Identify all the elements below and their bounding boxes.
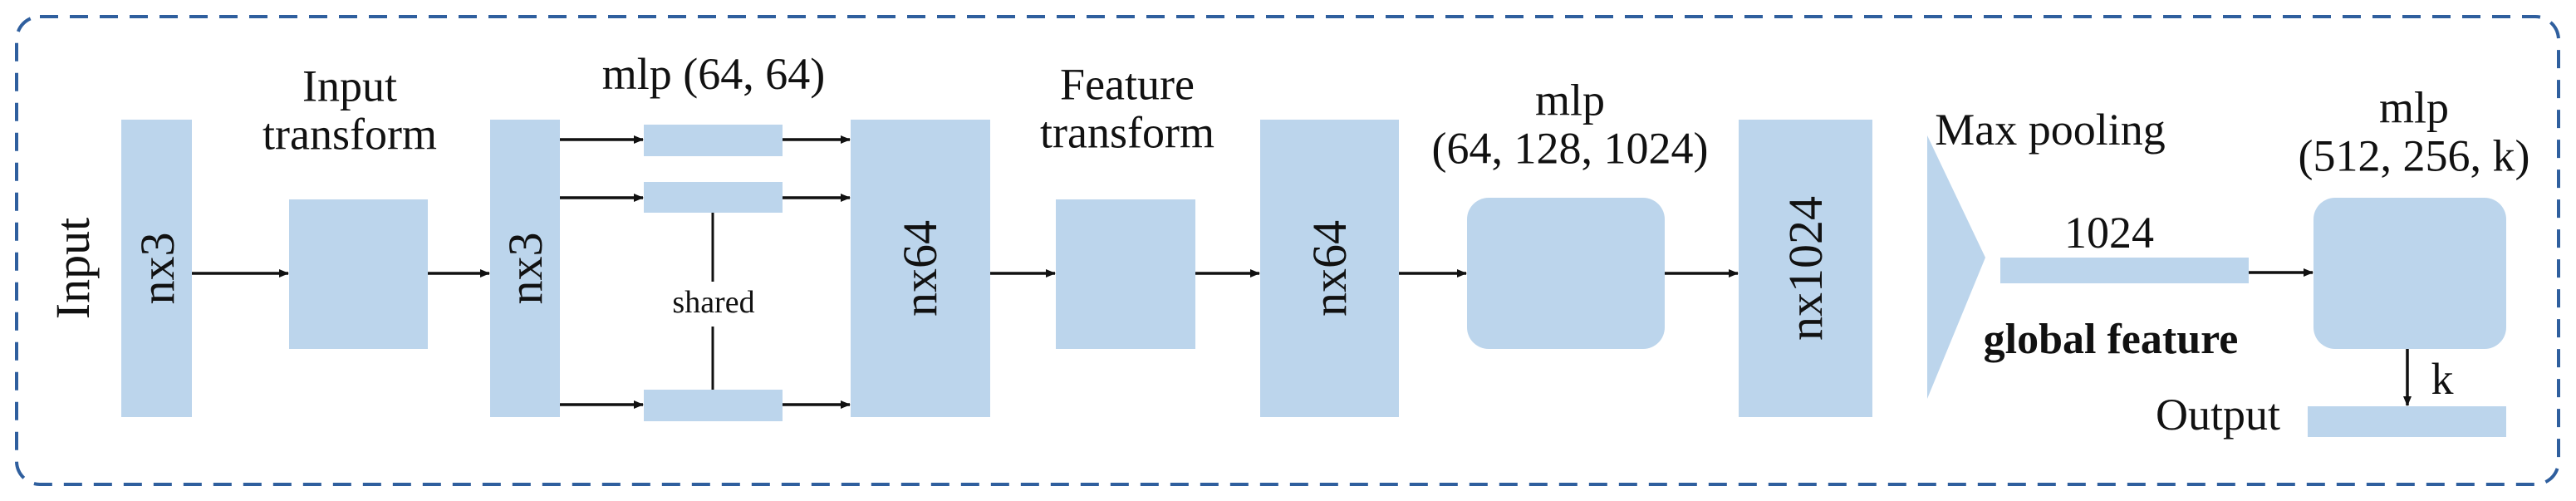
- k-label: k: [2431, 354, 2454, 404]
- input-transform-line-2: transform: [263, 110, 437, 160]
- input-label: Input: [46, 217, 100, 320]
- mlp-shared-bar-1: [644, 125, 783, 156]
- output-label: Output: [2155, 390, 2281, 440]
- transformed-features-block: [1260, 120, 1399, 417]
- input-transform-label: Input transform: [263, 61, 437, 160]
- mlp-64-128-1024-line-2: (64, 128, 1024): [1431, 124, 1709, 174]
- point-features-label: nx64: [893, 220, 947, 317]
- mlp-64-128-1024-line-1: mlp: [1534, 75, 1605, 125]
- feature-transform-block: [1056, 199, 1195, 349]
- transformed-points-label: nx3: [498, 232, 552, 305]
- feature-transform-label: Feature transform: [1040, 59, 1214, 158]
- mlp-512-256-k-block: [2313, 198, 2506, 349]
- mlp-64-128-1024-block: [1467, 198, 1665, 349]
- mlp-512-256-k-label: mlp (512, 256, k): [2298, 82, 2530, 181]
- mlp-512-256-k-line-2: (512, 256, k): [2298, 131, 2530, 181]
- transformed-points-block: [490, 120, 560, 417]
- max-pooling-shape: [1927, 135, 1985, 399]
- mlp-shared-bar-2: [644, 182, 783, 213]
- mlp-64-64-label: mlp (64, 64): [601, 49, 826, 99]
- feature-transform-line-2: transform: [1040, 108, 1214, 158]
- max-pooling-label: Max pooling: [1935, 105, 2166, 155]
- point-features-block: [851, 120, 990, 417]
- shared-label: shared: [672, 285, 755, 320]
- high-dim-features-block: [1739, 120, 1872, 417]
- input-transform-line-1: Input: [302, 61, 397, 111]
- transformed-features-label: nx64: [1303, 220, 1357, 317]
- output-bar: [2308, 406, 2506, 437]
- global-feature-label: global feature: [1983, 316, 2239, 363]
- high-dim-features-label: nx1024: [1779, 196, 1833, 341]
- feature-transform-line-1: Feature: [1060, 59, 1195, 110]
- global-feature-bar: [2000, 258, 2249, 283]
- input-transform-block: [289, 199, 428, 349]
- input-points-block: [121, 120, 192, 417]
- mlp-512-256-k-line-1: mlp: [2378, 82, 2449, 133]
- feature-1024-label: 1024: [2064, 208, 2154, 258]
- input-points-label: nx3: [130, 232, 184, 305]
- mlp-64-128-1024-label: mlp (64, 128, 1024): [1431, 75, 1709, 174]
- mlp-shared-bar-3: [644, 390, 783, 421]
